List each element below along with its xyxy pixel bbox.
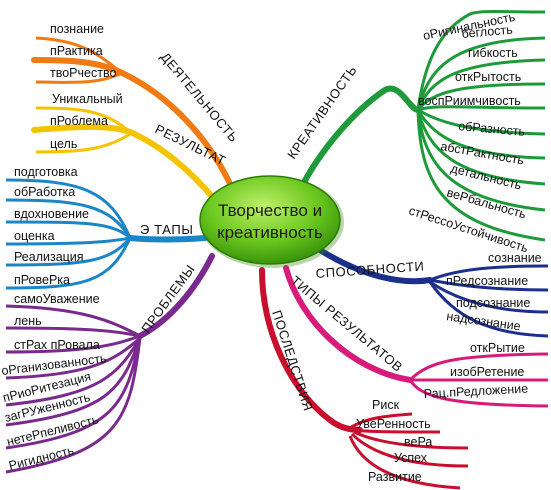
leaf-podsoznanie: подсознание xyxy=(456,296,530,310)
leaf-praktika: пРактика xyxy=(50,44,103,58)
leaf-obraznost: обРазность xyxy=(458,119,526,139)
branch-label-tipy-rezultatov: ТИПЫ РЕЗУЛЬТАТОВ xyxy=(288,273,406,375)
leaf-len: лень xyxy=(14,314,42,328)
leaf-izobretenie: изобРетение xyxy=(450,365,524,379)
leaf-vospriimchivost: воспРиимчивость xyxy=(418,94,521,108)
leaf-gibkost: гибкость xyxy=(468,46,518,60)
leaf-vdokhnovenie: вдохновение xyxy=(14,207,89,221)
leaf-predsoznanie: пРедсознание xyxy=(446,274,528,288)
branch-label-posledstviya: ПОСЛЕДСТВИЯ xyxy=(269,308,316,413)
leaf-realizatsiya: Реализация xyxy=(14,250,84,264)
leaf-otkrytost: откРытость xyxy=(455,70,521,84)
branch-etapy: подготовка обРаботка вдохновение оценка … xyxy=(5,165,208,290)
branch-label-etapy: Э ТАПЫ xyxy=(140,222,193,237)
leaf-nadsoznanie: надсознание xyxy=(446,309,522,333)
center-title-line2: креативность xyxy=(217,223,323,242)
leaf-otkrytie: откРытие xyxy=(470,341,525,355)
leaf-strakh-provala: стРах пРовала xyxy=(14,338,100,352)
leaf-risk: Риск xyxy=(372,398,400,412)
branch-problemy: самоУважение лень стРах пРовала оРганизо… xyxy=(1,253,215,474)
leaf-otsenka: оценка xyxy=(14,229,55,243)
leaf-beglost: беглость xyxy=(461,23,513,41)
leaf-rats-predlozhenie: Рац.пРедложение xyxy=(423,382,528,401)
leaf-vera: веРа xyxy=(404,435,432,449)
leaf-problema: пРоблема xyxy=(50,114,108,128)
leaf-samouvazhenie: самоУважение xyxy=(14,292,100,306)
branch-label-problemy: ПРОБЛЕМЫ xyxy=(138,262,198,336)
leaf-proverka: пРовеРка xyxy=(14,273,70,287)
leaf-soznanie: сознание xyxy=(488,251,542,265)
center-node: Творчество и креативность xyxy=(199,175,344,268)
leaf-obrabotka: обРаботка xyxy=(14,185,75,199)
leaf-uverennost: УвеРенность xyxy=(356,417,431,431)
leaf-tvorchestvo: твоРчество xyxy=(50,66,116,80)
leaf-podgotovka: подготовка xyxy=(14,165,78,179)
branch-label-sposobnosti: СПОСОБНОСТИ xyxy=(315,258,425,281)
leaf-poznanie: познание xyxy=(50,22,104,36)
leaf-tsel: цель xyxy=(50,137,77,151)
leaf-unikalnyy: Уникальный xyxy=(52,92,123,106)
center-title-line1: Творчество и xyxy=(218,201,322,220)
branch-label-kreativnost: КРЕАТИВНОСТЬ xyxy=(284,62,360,161)
leaf-razvitie: Развитие xyxy=(368,470,422,484)
leaf-uspekh: Успех xyxy=(394,451,428,465)
